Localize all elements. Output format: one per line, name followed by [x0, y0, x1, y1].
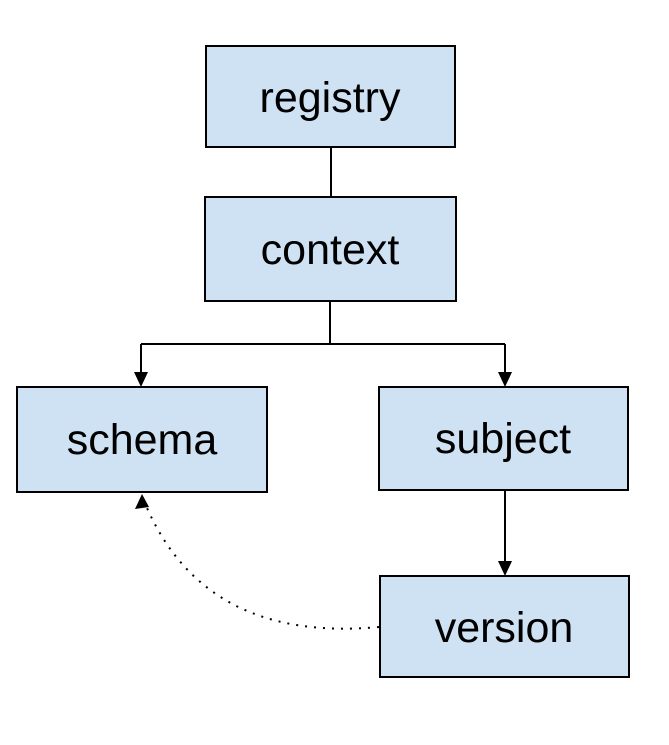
node-subject-label: subject	[435, 415, 571, 463]
node-context: context	[204, 196, 457, 302]
arrowhead-schema-bottom-icon	[135, 494, 149, 509]
arrowhead-version-top-icon	[498, 561, 512, 576]
node-version-label: version	[435, 604, 574, 652]
arrowhead-subject-top-icon	[498, 372, 512, 387]
node-version-box	[379, 575, 630, 678]
node-schema-label: schema	[67, 416, 218, 464]
node-context-label: context	[261, 226, 400, 274]
node-subject-box	[378, 386, 629, 491]
node-registry-box	[205, 45, 456, 148]
node-schema: schema	[16, 386, 268, 493]
node-registry: registry	[205, 45, 456, 148]
node-registry-label: registry	[260, 74, 401, 122]
arrowhead-schema-top-icon	[134, 372, 148, 387]
node-schema-box	[16, 386, 268, 493]
node-subject: subject	[378, 386, 629, 491]
edge-version-schema-dotted	[146, 507, 380, 630]
node-version: version	[379, 575, 630, 678]
node-context-box	[204, 196, 457, 302]
